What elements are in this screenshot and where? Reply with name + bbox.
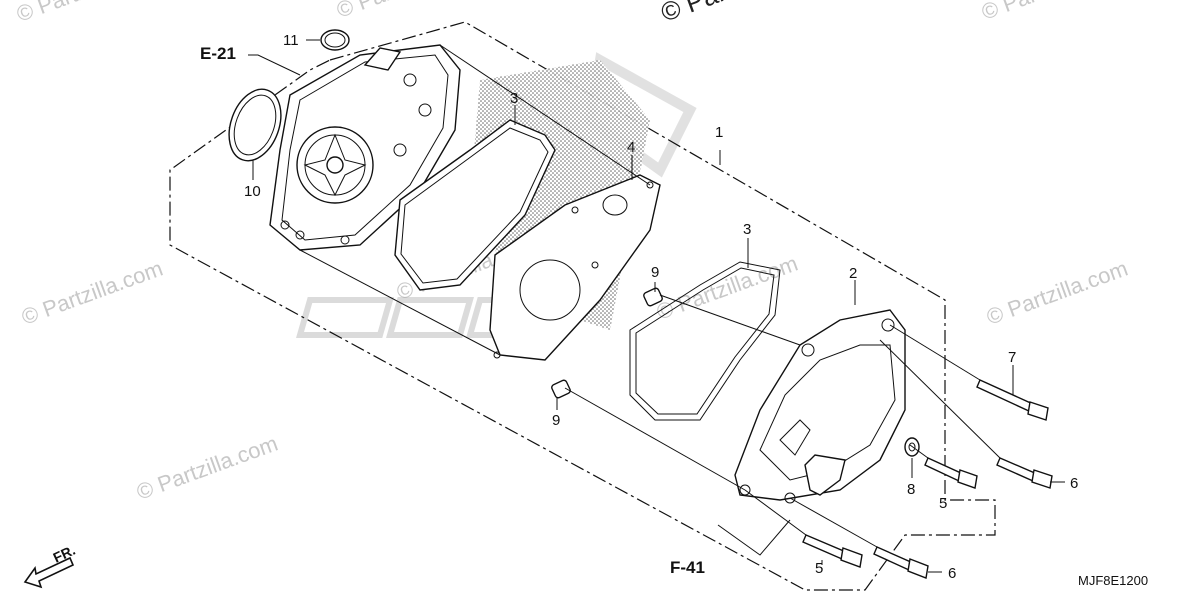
callout-10: 10 <box>244 183 261 200</box>
reference-e21: E-21 <box>200 44 236 63</box>
dowel-pin-9-lower <box>551 379 571 399</box>
bolt-5-upper <box>924 457 978 489</box>
plate-4 <box>489 174 661 361</box>
watermark: © Partzilla.com <box>13 0 161 27</box>
callout-8: 8 <box>907 481 915 498</box>
front-label: FR. <box>51 542 78 566</box>
callout-7: 7 <box>1008 349 1016 366</box>
dowel-pin-9-upper <box>643 287 663 307</box>
bolt-6-lower <box>873 546 929 579</box>
pump-cover-2 <box>734 309 906 504</box>
o-ring-10 <box>228 88 282 162</box>
callout-leaders <box>248 39 1065 573</box>
reference-f41: F-41 <box>670 558 705 577</box>
diagram-code: MJF8E1200 <box>1078 573 1148 588</box>
callout-6-lower: 6 <box>948 565 956 582</box>
callout-2: 2 <box>849 265 857 282</box>
gasket-3-upper <box>394 119 556 291</box>
o-ring-11 <box>320 29 350 51</box>
watermark: © Partzilla.com <box>18 256 166 330</box>
callout-9-lower: 9 <box>552 412 560 429</box>
callout-9-upper: 9 <box>651 264 659 281</box>
callout-labels: 1 2 3 3 4 5 5 6 6 7 8 9 9 10 11 <box>244 32 1078 582</box>
watermark: © Partzilla.com <box>133 431 281 505</box>
watermark: © Partzilla.com <box>978 0 1126 25</box>
watermark: © Partzilla.com <box>983 256 1131 330</box>
watermark: © Par <box>657 0 730 28</box>
gasket-3-lower <box>629 261 781 421</box>
callout-4: 4 <box>627 139 635 156</box>
water-pump-body <box>269 44 461 251</box>
assembly-boundary <box>169 21 996 591</box>
callout-3-lower: 3 <box>743 221 751 238</box>
front-direction-indicator: FR. <box>23 542 78 589</box>
bolt-5-lower <box>802 534 863 568</box>
callout-5-lower: 5 <box>815 560 823 577</box>
callout-3-upper: 3 <box>510 90 518 107</box>
alignment-lines <box>299 44 1001 548</box>
callout-6-upper: 6 <box>1070 475 1078 492</box>
callout-11: 11 <box>283 32 299 49</box>
callout-1: 1 <box>715 124 723 141</box>
bolt-7 <box>976 379 1049 421</box>
bolt-6-upper <box>996 457 1053 489</box>
callout-5-upper: 5 <box>939 495 947 512</box>
watermark: © Partzilla.com <box>653 251 801 325</box>
watermark: © Partzilla.com <box>333 0 481 23</box>
